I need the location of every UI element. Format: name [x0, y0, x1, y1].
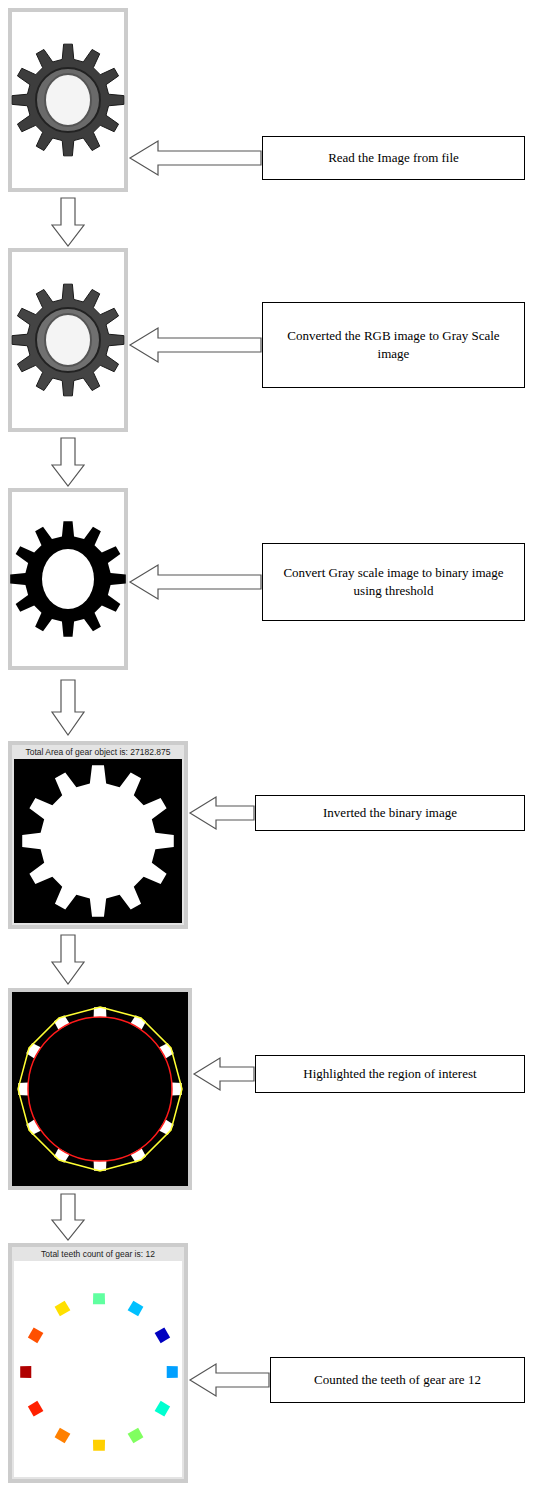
gear-image	[12, 44, 124, 156]
left-arrow	[190, 797, 254, 829]
process-box: Inverted the binary image	[255, 795, 525, 831]
box-text-group: Converted the RGB image to Gray Scale im…	[273, 327, 514, 362]
image-frame	[10, 990, 190, 1188]
box-text-group: Read the Image from file	[328, 149, 459, 167]
counted-tooth	[28, 1401, 43, 1417]
box-text-group: Inverted the binary image	[323, 804, 457, 822]
down-arrow	[52, 1194, 84, 1240]
tooth-tips	[20, 1293, 178, 1451]
left-arrow	[130, 141, 261, 175]
left-arrow	[130, 565, 261, 599]
left-arrow	[194, 1058, 254, 1090]
counted-tooth	[93, 1440, 105, 1451]
step-description: Read the Image from file	[328, 149, 459, 167]
image-frame	[10, 490, 126, 668]
down-arrows	[52, 198, 84, 1240]
counted-tooth	[28, 1328, 43, 1344]
counted-tooth	[93, 1293, 105, 1304]
image-ground	[14, 759, 182, 923]
down-arrow	[52, 438, 84, 486]
image-frame	[10, 250, 126, 430]
box-text-group: Highlighted the region of interest	[303, 1065, 476, 1083]
binary-gear	[10, 521, 126, 637]
gear-hole	[45, 74, 91, 126]
counted-tooth	[155, 1328, 171, 1344]
root-circle	[28, 1017, 172, 1161]
image-ground	[14, 1261, 182, 1477]
box-text-group: Convert Gray scale image to binary image…	[273, 564, 514, 599]
down-arrow	[52, 198, 84, 246]
counted-tooth	[128, 1301, 144, 1317]
inverted-gear	[22, 765, 174, 917]
image-frame	[10, 1245, 186, 1481]
outer-polygon	[18, 1007, 182, 1171]
step-description: Convert Gray scale image to binary image…	[273, 564, 514, 599]
step-description: Counted the teeth of gear are 12	[314, 1371, 481, 1389]
image-frame	[10, 10, 126, 190]
left-arrows	[130, 141, 269, 1396]
process-box: Counted the teeth of gear are 12	[270, 1357, 525, 1403]
counted-tooth	[55, 1301, 71, 1317]
image-frame	[10, 743, 186, 927]
process-box: Read the Image from file	[262, 136, 525, 180]
left-arrow	[130, 328, 261, 362]
image-caption: Total Area of gear object is: 27182.875	[14, 746, 182, 758]
gear-hub	[36, 308, 100, 372]
gear-hole	[45, 314, 91, 366]
step-description: Inverted the binary image	[323, 804, 457, 822]
image-caption: Total teeth count of gear is: 12	[14, 1248, 182, 1260]
process-box: Highlighted the region of interest	[255, 1055, 525, 1093]
down-arrow	[52, 935, 84, 984]
down-arrow	[52, 680, 84, 735]
box-text-group: Counted the teeth of gear are 12	[314, 1371, 481, 1389]
left-arrow	[190, 1364, 269, 1396]
step-description: Highlighted the region of interest	[303, 1065, 476, 1083]
step-description: Converted the RGB image to Gray Scale im…	[273, 327, 514, 362]
gear-image	[12, 284, 124, 396]
counted-tooth	[167, 1366, 178, 1378]
tooth-tips	[18, 1007, 182, 1171]
process-box: Converted the RGB image to Gray Scale im…	[262, 302, 525, 388]
gear-hole	[42, 549, 94, 609]
counted-tooth	[55, 1428, 71, 1444]
counted-tooth	[155, 1401, 171, 1417]
gear-hub	[36, 68, 100, 132]
process-box: Convert Gray scale image to binary image…	[262, 543, 525, 621]
counted-tooth	[20, 1366, 31, 1378]
counted-tooth	[128, 1428, 144, 1444]
